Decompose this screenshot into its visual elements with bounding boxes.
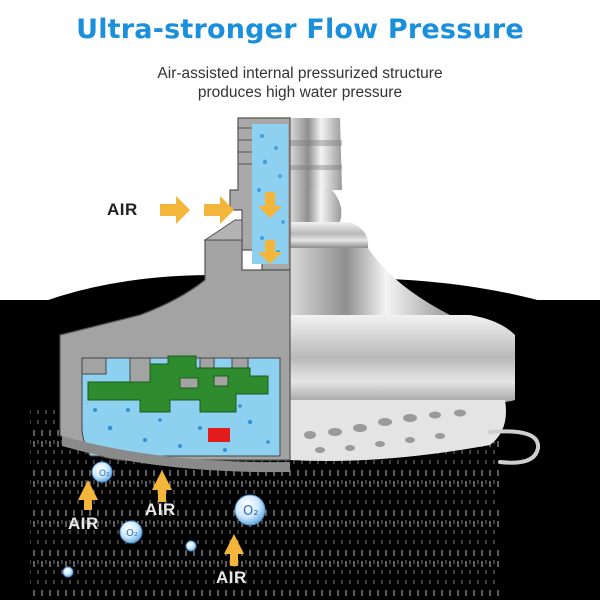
bubble-label: O₂ <box>99 469 110 479</box>
diagram-canvas: O₂ O₂ O₂ <box>0 117 600 600</box>
oxygen-bubble <box>91 461 113 483</box>
chrome-face-ring <box>290 315 515 410</box>
air-intake-arrows <box>160 196 234 224</box>
oxygen-bubbles <box>62 461 266 578</box>
air-label-middle: AIR <box>145 500 176 519</box>
page-title: Ultra-stronger Flow Pressure <box>76 14 524 45</box>
shower-head-diagram: O₂ O₂ O₂ <box>0 110 600 600</box>
chrome-connector <box>290 118 342 190</box>
oxygen-bubble <box>62 566 74 578</box>
air-up-arrows <box>78 470 244 566</box>
adjustment-lever <box>488 429 540 465</box>
oxygen-bubble <box>234 494 266 526</box>
air-label-top: AIR <box>107 200 138 219</box>
bubble-label: O₂ <box>126 528 138 539</box>
oxygen-bubble <box>119 520 143 544</box>
subtitle-line-2: produces high water pressure <box>197 84 403 101</box>
subtitle-line-1: Air-assisted internal pressurized struct… <box>157 65 443 82</box>
green-valve <box>87 355 269 413</box>
bubble-label: O₂ <box>243 504 258 519</box>
red-marker <box>208 428 230 442</box>
chrome-dome <box>290 222 369 248</box>
air-label-bottom: AIR <box>216 568 247 587</box>
air-label-left: AIR <box>68 514 99 533</box>
nozzle-face <box>290 400 506 461</box>
water-flow-arrows <box>258 192 282 264</box>
page-subtitle: Air-assisted internal pressurized struct… <box>0 64 600 102</box>
oxygen-bubble <box>185 540 197 552</box>
